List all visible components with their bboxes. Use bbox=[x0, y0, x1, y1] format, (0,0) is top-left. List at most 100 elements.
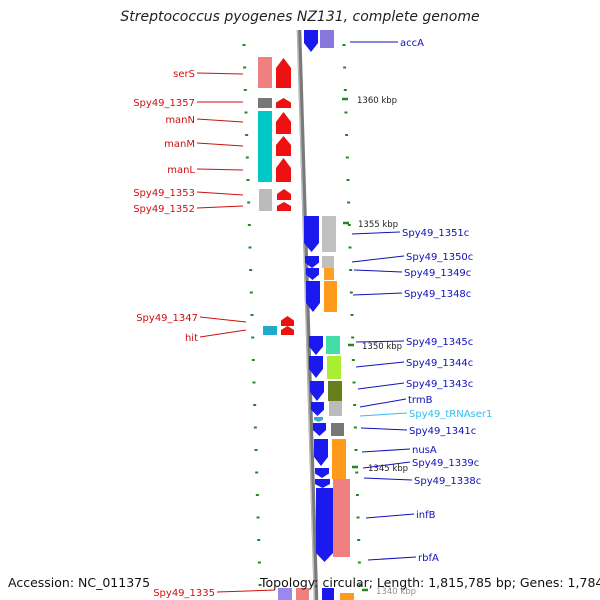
gene-reverse-arrow[interactable] bbox=[313, 423, 326, 436]
gene-label-left[interactable]: Spy49_1357 bbox=[133, 98, 195, 109]
gene-cog-box[interactable] bbox=[322, 256, 334, 268]
gene-reverse-arrow[interactable] bbox=[309, 356, 323, 378]
gene-label-left[interactable]: Spy49_1352 bbox=[133, 204, 195, 215]
gene-label-right[interactable]: Spy49_1339c bbox=[412, 458, 479, 469]
gene-cog-box[interactable] bbox=[324, 281, 337, 312]
gene-cog-box[interactable] bbox=[322, 588, 334, 600]
label-leader-line bbox=[355, 361, 405, 368]
gene-reverse-arrow[interactable] bbox=[309, 336, 323, 355]
gene-label-right[interactable]: Spy49_1349c bbox=[404, 268, 471, 279]
gene-label-right[interactable]: Spy49_1348c bbox=[404, 289, 471, 300]
label-leader-line bbox=[351, 231, 401, 235]
gene-label-right[interactable]: Spy49_1345c bbox=[406, 337, 473, 348]
gene-label-right[interactable]: Spy49_tRNAser1 bbox=[409, 409, 492, 420]
gene-cog-box[interactable] bbox=[327, 356, 341, 379]
label-leader-line bbox=[367, 556, 417, 561]
gene-label-right[interactable]: nusA bbox=[412, 445, 437, 456]
label-leader-line bbox=[360, 427, 408, 431]
gene-cog-box[interactable] bbox=[320, 30, 334, 48]
label-leader-line bbox=[359, 412, 408, 417]
gene-forward-arrow[interactable] bbox=[276, 158, 291, 182]
map-title: Streptococcus pyogenes NZ131, complete g… bbox=[120, 9, 480, 25]
scale-label: 1355 kbp bbox=[358, 220, 398, 230]
gene-cog-box[interactable] bbox=[329, 401, 342, 416]
gene-label-left[interactable]: Spy49_1353 bbox=[133, 188, 195, 199]
gene-label-right[interactable]: Spy49_1343c bbox=[406, 379, 473, 390]
gene-label-right[interactable]: infB bbox=[416, 510, 436, 521]
gene-label-right[interactable]: Spy49_1338c bbox=[414, 476, 481, 487]
gene-cog-box[interactable] bbox=[258, 57, 272, 88]
accession-text: Accession: NC_011375 bbox=[8, 575, 151, 590]
scale-label: 1350 kbp bbox=[362, 342, 402, 352]
gene-cog-box[interactable] bbox=[258, 111, 272, 135]
label-leader-line bbox=[196, 168, 244, 171]
gene-cog-box[interactable] bbox=[332, 439, 346, 479]
gene-label-right[interactable]: accA bbox=[400, 38, 424, 49]
scale-label: 1340 kbp bbox=[376, 587, 416, 597]
gene-label-left[interactable]: serS bbox=[173, 69, 195, 80]
gene-label-right[interactable]: Spy49_1350c bbox=[406, 252, 473, 263]
gene-reverse-arrow[interactable] bbox=[315, 468, 329, 478]
label-leader-line bbox=[359, 398, 407, 408]
gene-trna-arrow[interactable] bbox=[314, 417, 323, 422]
gene-reverse-arrow[interactable] bbox=[306, 281, 320, 312]
gene-cog-box[interactable] bbox=[278, 588, 292, 600]
gene-forward-arrow[interactable] bbox=[276, 112, 291, 134]
gene-forward-arrow[interactable] bbox=[276, 58, 291, 88]
gene-reverse-arrow[interactable] bbox=[314, 439, 328, 466]
label-leader-line bbox=[352, 292, 403, 296]
gene-cog-box[interactable] bbox=[259, 189, 272, 211]
gene-cog-box[interactable] bbox=[340, 593, 354, 600]
label-leader-line bbox=[199, 329, 247, 338]
gene-forward-arrow[interactable] bbox=[276, 136, 291, 156]
label-leader-line bbox=[361, 448, 411, 453]
label-leader-line bbox=[355, 340, 405, 343]
gene-reverse-arrow[interactable] bbox=[310, 381, 324, 401]
gene-label-left[interactable]: manL bbox=[167, 165, 195, 176]
gene-label-right[interactable]: trmB bbox=[408, 395, 433, 406]
gene-label-left[interactable]: hit bbox=[185, 333, 198, 344]
gene-cog-box[interactable] bbox=[328, 381, 342, 401]
label-leader-line bbox=[199, 316, 247, 323]
gene-forward-arrow[interactable] bbox=[281, 326, 294, 335]
gene-forward-arrow[interactable] bbox=[281, 316, 294, 326]
gene-cog-box[interactable] bbox=[326, 336, 340, 354]
genome-backbone bbox=[296, 30, 319, 600]
label-leader-line bbox=[353, 269, 403, 273]
gene-cog-box[interactable] bbox=[263, 326, 277, 335]
gene-label-left[interactable]: Spy49_1335 bbox=[153, 588, 215, 599]
label-leader-line bbox=[351, 255, 405, 263]
gene-forward-arrow[interactable] bbox=[277, 189, 291, 200]
gene-reverse-arrow[interactable] bbox=[304, 30, 318, 52]
gene-cog-box[interactable] bbox=[324, 268, 334, 280]
gene-forward-arrow[interactable] bbox=[276, 98, 291, 108]
gene-label-right[interactable]: rbfA bbox=[418, 553, 439, 564]
scale-label: 1345 kbp bbox=[368, 464, 408, 474]
gene-label-left[interactable]: manM bbox=[164, 139, 195, 150]
label-leader-line bbox=[196, 205, 244, 209]
gene-label-right[interactable]: Spy49_1351c bbox=[402, 228, 469, 239]
gene-cog-box[interactable] bbox=[331, 423, 344, 436]
gene-reverse-arrow[interactable] bbox=[315, 479, 330, 488]
gene-reverse-arrow[interactable] bbox=[306, 268, 319, 280]
gene-cog-box[interactable] bbox=[258, 98, 272, 108]
gene-reverse-arrow[interactable] bbox=[304, 216, 319, 252]
gene-label-left[interactable]: manN bbox=[165, 115, 195, 126]
gene-reverse-arrow[interactable] bbox=[305, 256, 319, 268]
label-leader-line bbox=[357, 382, 405, 390]
gene-cog-box[interactable] bbox=[258, 135, 272, 157]
gene-reverse-arrow[interactable] bbox=[311, 402, 324, 416]
gene-cog-box[interactable] bbox=[296, 588, 309, 600]
gene-cog-box[interactable] bbox=[322, 216, 336, 252]
label-leader-line bbox=[362, 461, 411, 469]
gene-cog-box[interactable] bbox=[333, 479, 350, 557]
label-leader-line bbox=[363, 477, 413, 481]
gene-label-right[interactable]: Spy49_1344c bbox=[406, 358, 473, 369]
gene-cog-box[interactable] bbox=[258, 157, 272, 182]
label-leader-line bbox=[365, 513, 415, 519]
gene-forward-arrow[interactable] bbox=[277, 202, 291, 211]
gene-label-left[interactable]: Spy49_1347 bbox=[136, 313, 198, 324]
gene-label-right[interactable]: Spy49_1341c bbox=[409, 426, 476, 437]
gene-reverse-arrow[interactable] bbox=[316, 488, 333, 562]
